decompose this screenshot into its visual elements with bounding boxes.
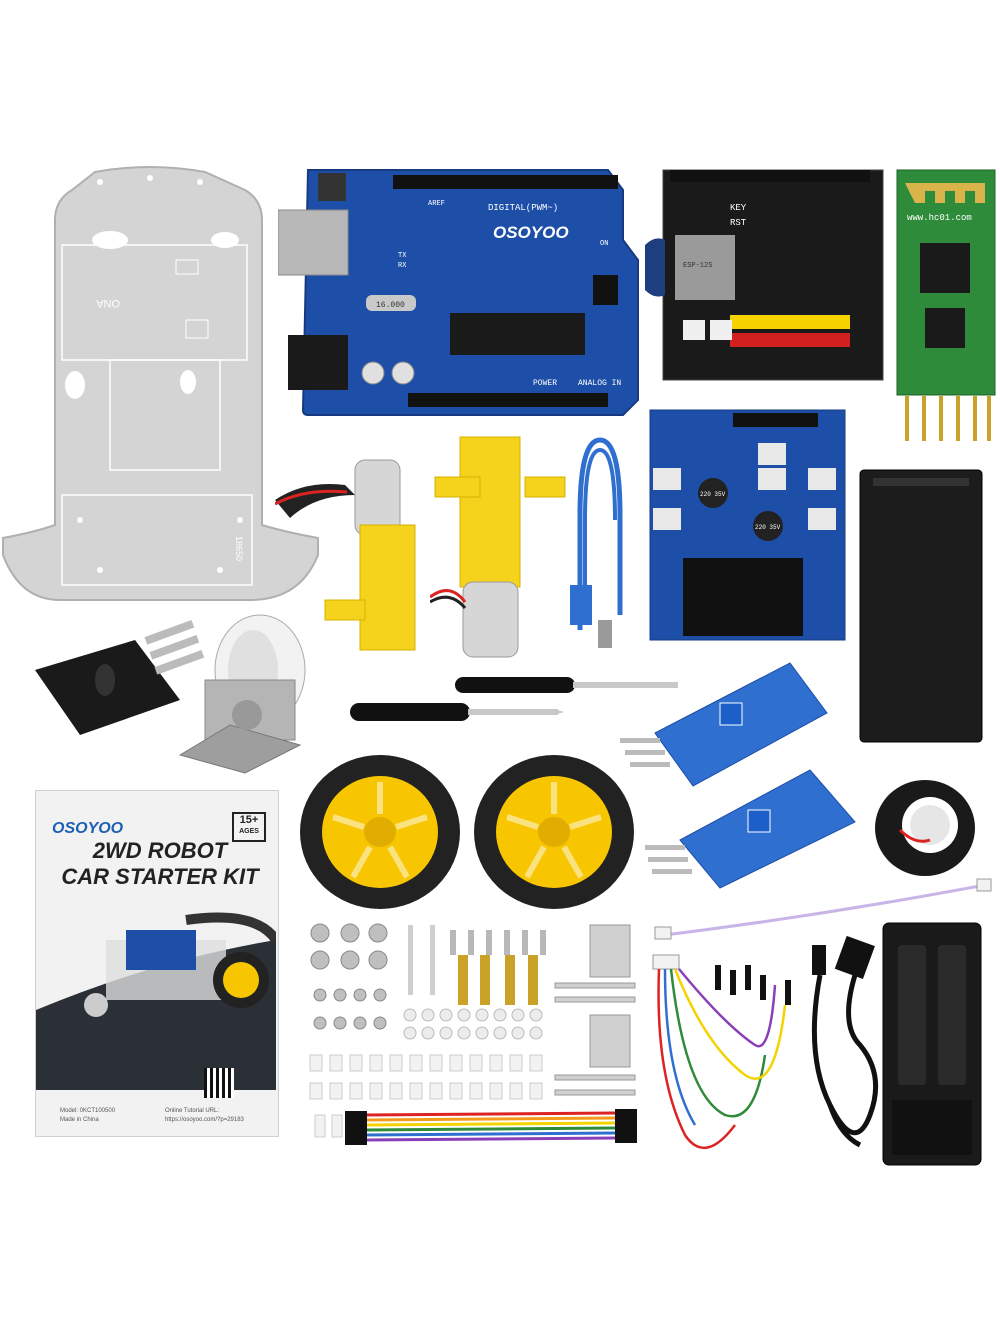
atmega-chip: [450, 313, 585, 355]
gear-motor: [430, 432, 580, 662]
screwdriver: [350, 700, 565, 726]
uno-crystal-label: 16.000: [376, 301, 405, 310]
heatsink: [683, 558, 803, 636]
driver-cap2-label: 220 35V: [755, 524, 781, 531]
booklet-title: 2WD ROBOT CAR STARTER KIT: [61, 838, 259, 889]
usb-cable: [560, 435, 640, 650]
electrical-tape: [870, 770, 980, 880]
wifi-shield: KEY RST ESP-12S: [645, 165, 890, 385]
wheel: [472, 752, 637, 912]
booklet-brand: OSOYOO: [52, 820, 124, 837]
booklet-made: Made in China: [60, 1117, 99, 1123]
screwdriver: [455, 674, 685, 698]
chassis-label-battery: 18650: [234, 536, 244, 561]
usb-b-port: [278, 209, 349, 276]
wifi-module-label: ESP-12S: [683, 262, 712, 270]
caster-wheel: [175, 605, 335, 775]
uno-tx-label: TX: [398, 252, 407, 260]
uno-aref-label: AREF: [428, 200, 445, 208]
gear-motor: [275, 440, 425, 660]
booklet-url: https://osoyoo.com/?p=29183: [165, 1117, 244, 1123]
wifi-rst-label: RST: [730, 218, 747, 228]
age-badge: 15+AGES: [232, 812, 266, 842]
arduino-uno-board: OSOYOO DIGITAL(PWM~) POWER ANALOG IN 16.…: [278, 165, 643, 425]
bluetooth-url-label: www.hc01.com: [907, 213, 972, 223]
uno-on-label: ON: [600, 240, 608, 248]
booklet-tutorial: Online Tutorial URL:: [165, 1108, 220, 1114]
booklet-photo: [36, 900, 276, 1090]
motor-driver-board: 220 35V 220 35V: [648, 408, 848, 643]
chassis-plate: ONA 18650: [0, 160, 320, 610]
uno-power-label: POWER: [533, 379, 557, 388]
screws-nuts-set: [300, 915, 645, 1160]
uno-brand: OSOYOO: [493, 223, 569, 242]
chassis-label-one: ONA: [96, 297, 121, 309]
uno-rx-label: RX: [398, 262, 407, 270]
line-sensor-module: [615, 648, 830, 793]
power-jack: [288, 335, 348, 390]
uno-digital-label: DIGITAL(PWM~): [488, 203, 558, 213]
micro-usb-cable: [800, 935, 890, 1165]
ir-receiver-module: [25, 620, 205, 740]
jumper-wires: [645, 875, 995, 1165]
qr-code: [204, 1068, 234, 1098]
driver-cap1-label: 220 35V: [700, 491, 726, 498]
esp-module: [675, 235, 735, 300]
uno-analog-label: ANALOG IN: [578, 379, 621, 388]
booklet-model: Model: 0KCT100500: [60, 1108, 116, 1114]
wifi-key-label: KEY: [730, 203, 747, 213]
battery-box: [858, 468, 988, 746]
charger: [880, 920, 985, 1170]
bluetooth-module: www.hc01.com: [895, 168, 1000, 448]
jumper-wires: [345, 1103, 640, 1148]
line-sensor-module: [640, 760, 860, 890]
wheel: [298, 752, 463, 912]
